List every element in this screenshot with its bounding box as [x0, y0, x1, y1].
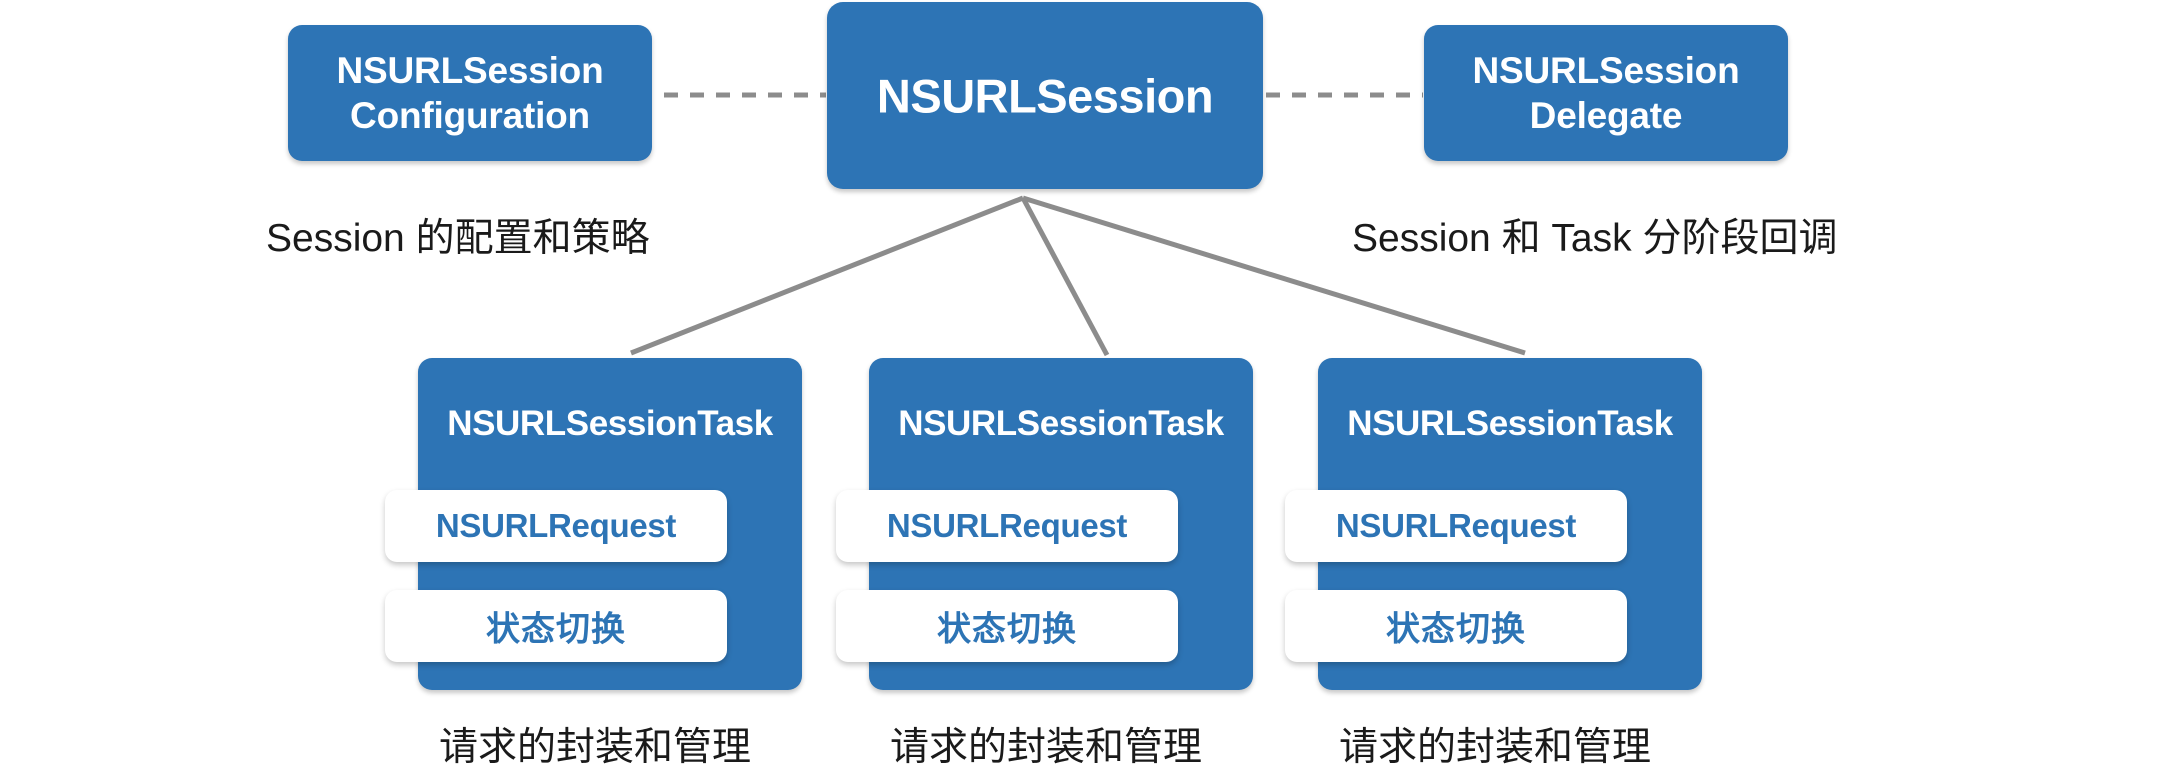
node-config-line2: Configuration [350, 95, 590, 136]
node-nsurlsessiontask-label: NSURLSessionTask [898, 404, 1224, 443]
caption-configuration: Session 的配置和策略 [266, 217, 650, 260]
card-nsurlrequest[interactable]: NSURLRequest [385, 490, 727, 562]
card-nsurlrequest[interactable]: NSURLRequest [1285, 490, 1627, 562]
caption-task: 请求的封装和管理 [438, 726, 751, 769]
node-delegate-line2: Delegate [1529, 95, 1683, 136]
node-nsurlsession[interactable]: NSURLSession [827, 2, 1263, 189]
card-state-transition-label: 状态切换 [937, 610, 1077, 649]
node-config-line1: NSURLSession [336, 49, 604, 91]
card-state-transition[interactable]: 状态切换 [385, 590, 727, 662]
card-nsurlrequest-label: NSURLRequest [1335, 507, 1577, 544]
card-nsurlrequest-label: NSURLRequest [886, 507, 1128, 544]
node-nsurlsessiontask-label: NSURLSessionTask [1347, 404, 1673, 443]
connector-session-task-2 [1020, 196, 1110, 357]
card-state-transition-label: 状态切换 [1386, 610, 1526, 649]
card-nsurlrequest-label: NSURLRequest [435, 507, 677, 544]
task-group: NSURLSessionTask NSURLRequest 状态切换 [1285, 358, 1705, 698]
node-nsurlsessiondelegate[interactable]: NSURLSession Delegate [1424, 25, 1788, 161]
caption-task: 请求的封装和管理 [889, 726, 1202, 769]
card-state-transition[interactable]: 状态切换 [836, 590, 1178, 662]
node-nsurlsessiontask-label: NSURLSessionTask [447, 404, 773, 443]
task-group: NSURLSessionTask NSURLRequest 状态切换 [836, 358, 1256, 698]
node-delegate-line1: NSURLSession [1472, 49, 1740, 91]
card-state-transition-label: 状态切换 [486, 610, 626, 649]
card-state-transition[interactable]: 状态切换 [1285, 590, 1627, 662]
caption-delegate: Session 和 Task 分阶段回调 [1352, 217, 1838, 260]
node-nsurlsessionconfiguration-label: NSURLSession Configuration [288, 48, 652, 138]
caption-task: 请求的封装和管理 [1338, 726, 1651, 769]
card-nsurlrequest[interactable]: NSURLRequest [836, 490, 1178, 562]
connector-session-task-1 [630, 195, 1024, 356]
node-nsurlsession-label: NSURLSession [876, 68, 1214, 122]
task-group: NSURLSessionTask NSURLRequest 状态切换 [385, 358, 805, 698]
node-nsurlsessionconfiguration[interactable]: NSURLSession Configuration [288, 25, 652, 161]
node-nsurlsessiondelegate-label: NSURLSession Delegate [1424, 48, 1788, 138]
